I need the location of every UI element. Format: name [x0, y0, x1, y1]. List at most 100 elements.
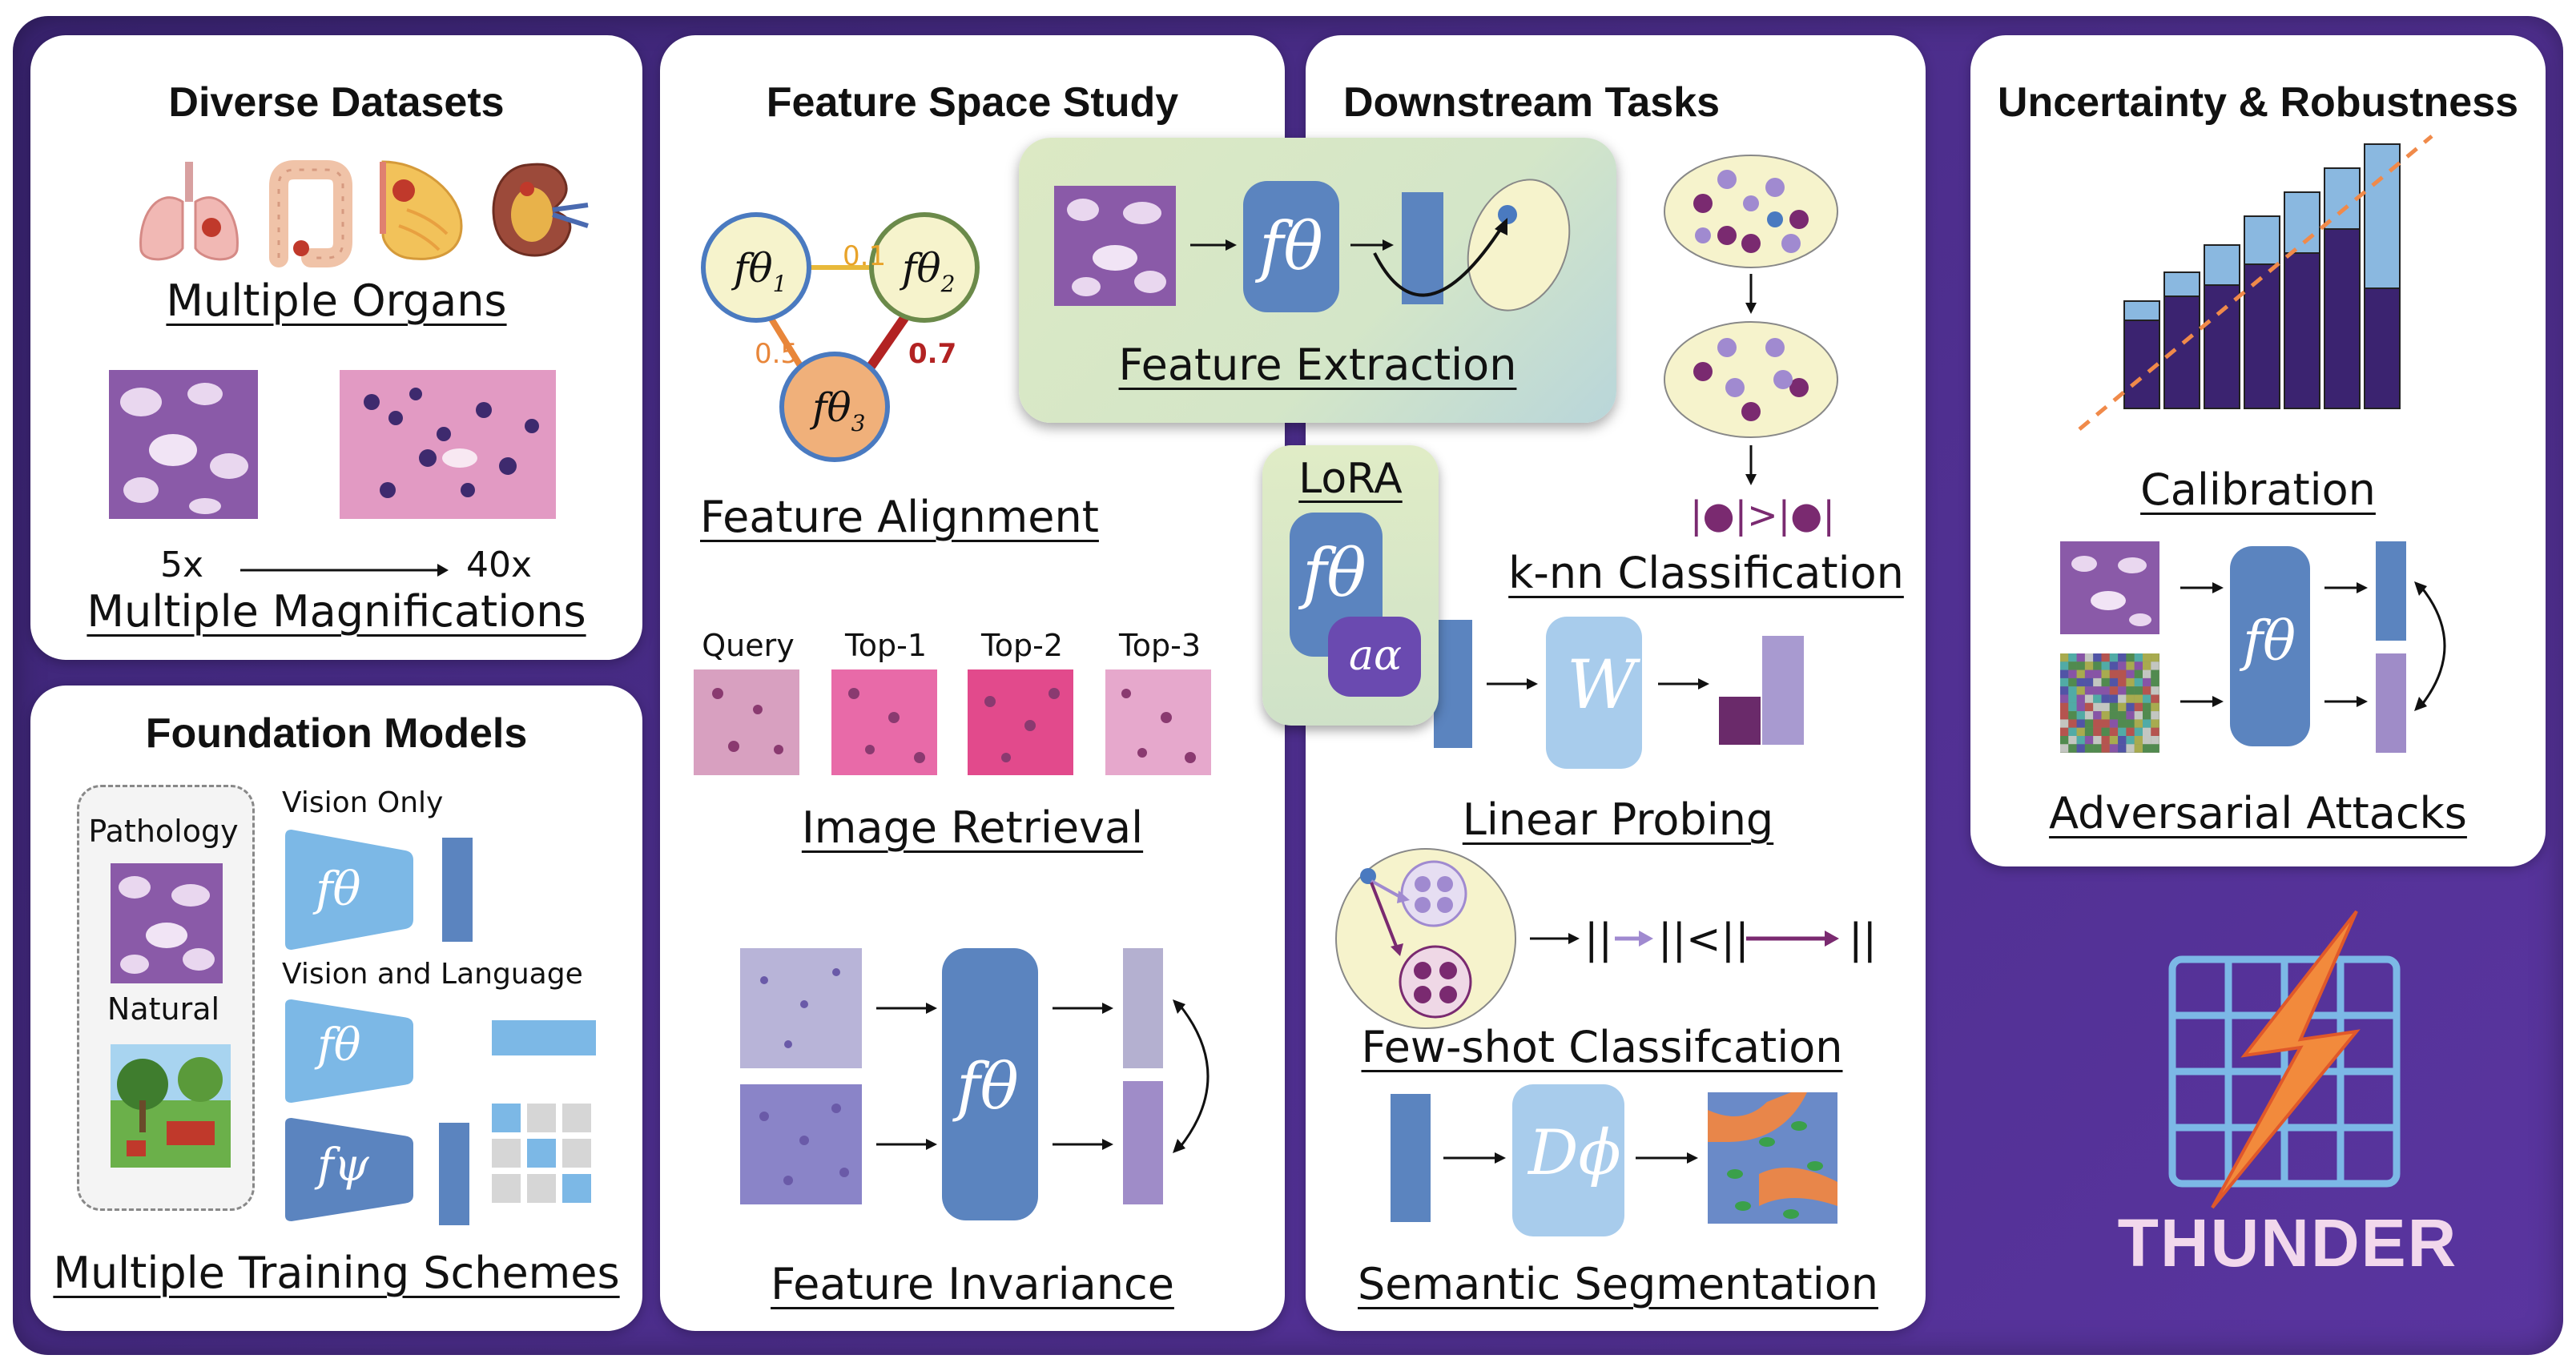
noise-pixel	[2151, 669, 2159, 678]
noise-pixel	[2134, 702, 2143, 712]
lightning-grid-icon	[2168, 910, 2401, 1209]
calibration-caption: Calibration	[2140, 464, 2376, 515]
noise-pixel	[2109, 711, 2119, 720]
pathology-thumbnail	[111, 863, 223, 983]
noise-pixel	[2084, 686, 2094, 695]
noise-pixel	[2101, 661, 2110, 670]
edge-13-weight: 0.5	[755, 338, 799, 370]
magnifications-caption: Multiple Magnifications	[87, 586, 586, 637]
adversarial-diagram: fθ	[2060, 541, 2446, 753]
noise-pixel	[2060, 686, 2069, 695]
encoder-label: fθ	[1298, 536, 1366, 612]
noise-pixel	[2126, 694, 2135, 703]
calibration-chart	[2078, 135, 2433, 431]
image-retrieval-caption: Image Retrieval	[801, 802, 1144, 853]
natural-thumbnail	[111, 1044, 231, 1168]
noise-pixel	[2134, 694, 2143, 703]
noise-pixel	[2060, 694, 2069, 703]
noise-pixel	[2118, 661, 2127, 670]
noise-pixel	[2093, 686, 2102, 695]
encoder-label: fθ	[952, 1049, 1019, 1124]
noise-pixel	[2118, 702, 2127, 712]
noise-pixel	[2093, 702, 2102, 712]
noise-pixel	[2126, 702, 2135, 712]
noise-pixel	[2093, 736, 2102, 745]
mag-low-label: 5x	[160, 545, 204, 585]
few-shot-diagram: || ||<|| ||	[1335, 848, 1877, 1029]
noise-pixel	[2084, 744, 2094, 753]
noise-pixel	[2068, 669, 2077, 678]
noise-pixel	[2143, 736, 2151, 745]
noise-pixel	[2118, 744, 2127, 753]
retrieval-patches	[694, 669, 1211, 775]
noise-pixel	[2126, 686, 2135, 695]
noise-pixel	[2093, 727, 2102, 736]
node-3-label: fθ3	[809, 384, 865, 436]
noise-pixel	[2143, 711, 2151, 720]
noise-pixel	[2151, 694, 2159, 703]
feature-invariance-diagram: fθ	[740, 948, 1210, 1220]
noise-pixel	[2068, 727, 2077, 736]
lora-diagram: fθ aα	[1290, 513, 1421, 697]
few-shot-caption: Few-shot Classifcation	[1361, 1022, 1843, 1072]
noise-pixel	[2084, 694, 2094, 703]
noise-pixel	[2076, 702, 2085, 712]
noise-pixel	[2118, 727, 2127, 736]
noise-pixel	[2076, 694, 2085, 703]
noise-pixel	[2118, 719, 2127, 728]
noise-pixel	[2084, 653, 2094, 662]
noise-pixel	[2151, 727, 2159, 736]
edge-23-weight: 0.7	[908, 338, 957, 370]
noise-pixel	[2151, 711, 2159, 720]
feature-extraction-caption: Feature Extraction	[1118, 340, 1517, 390]
brand-name: THUNDER	[2117, 1205, 2458, 1281]
noise-pixel	[2151, 677, 2159, 687]
noise-pixel	[2093, 669, 2102, 678]
mag-high-label: 40x	[466, 545, 533, 585]
segmentation-diagram: Dϕ	[1391, 1084, 1837, 1236]
svg-text:fθ: fθ	[314, 1019, 360, 1071]
noise-pixel	[2126, 711, 2135, 720]
vision-only-encoder: fθ	[285, 830, 473, 950]
noise-pixel	[2109, 694, 2119, 703]
weight-label: W	[1567, 645, 1641, 724]
noise-pixel	[2126, 677, 2135, 687]
noise-pixel	[2118, 669, 2127, 678]
panel-uncertainty-robustness: Uncertainty & Robustness Cali	[1970, 35, 2546, 866]
linear-probing-diagram: W	[1434, 617, 1804, 769]
noise-pixel	[2068, 653, 2077, 662]
svg-text:||: ||	[1584, 915, 1612, 963]
kidney-icon	[492, 163, 589, 257]
noise-pixel	[2109, 677, 2119, 687]
noise-pixel	[2143, 744, 2151, 753]
feature-extraction-diagram: fθ	[1054, 179, 1571, 312]
top2-label: Top-2	[980, 628, 1063, 663]
noise-pixel	[2076, 736, 2085, 745]
noise-pixel	[2101, 736, 2110, 745]
adversarial-caption: Adversarial Attacks	[2049, 788, 2467, 838]
noise-pixel	[2151, 744, 2159, 753]
noise-pixel	[2143, 694, 2151, 703]
noise-pixel	[2068, 694, 2077, 703]
noise-pixel	[2101, 702, 2110, 712]
lungs-icon	[139, 162, 239, 261]
breast-icon	[380, 160, 463, 260]
knn-diagram	[1664, 155, 1838, 485]
noise-pixel	[2084, 711, 2094, 720]
svg-text:||: ||	[1849, 915, 1877, 963]
noise-pixel	[2084, 736, 2094, 745]
noise-pixel	[2101, 694, 2110, 703]
noise-pixel	[2060, 719, 2069, 728]
lora-title: LoRA	[1298, 455, 1403, 503]
noise-pixel	[2060, 744, 2069, 753]
pathology-label: Pathology	[88, 814, 239, 849]
noise-pixel	[2109, 744, 2119, 753]
feature-invariance-caption: Feature Invariance	[771, 1259, 1174, 1309]
svg-text:||<||: ||<||	[1658, 915, 1749, 963]
noise-pixel	[2101, 711, 2110, 720]
noise-pixel	[2134, 719, 2143, 728]
noise-pixel	[2093, 711, 2102, 720]
noise-pixel	[2060, 727, 2069, 736]
tissue-patch-40x	[340, 370, 556, 519]
noise-pixel	[2143, 719, 2151, 728]
